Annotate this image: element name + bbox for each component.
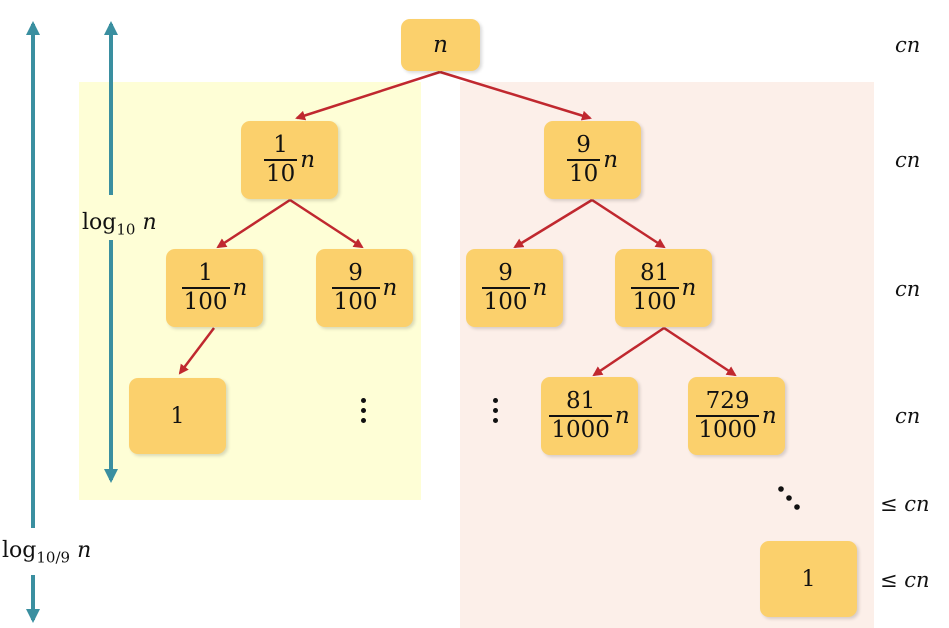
node-level2-rr: 81 100 n <box>615 249 712 327</box>
numerator: 9 <box>576 132 591 158</box>
fraction: 9 100 <box>331 260 380 315</box>
log-base: 10 <box>116 220 136 239</box>
node-level1-right: 9 10 n <box>544 121 641 199</box>
edge-l2rr-l3l <box>592 326 665 377</box>
denominator: 100 <box>331 287 380 315</box>
edge-l2rr-l3r <box>663 326 737 377</box>
fraction: 1 100 <box>181 260 230 315</box>
edge-root-right <box>439 70 592 121</box>
numerator: 1 <box>273 132 288 158</box>
variable: n <box>761 403 777 429</box>
denominator: 100 <box>630 287 679 315</box>
variable: n <box>382 275 398 301</box>
denominator: 1000 <box>549 415 612 443</box>
node-level2-lr: 9 100 n <box>316 249 413 327</box>
node-leaf-left: 1 <box>129 378 226 454</box>
fraction: 81 100 <box>630 260 679 315</box>
denominator: 10 <box>263 159 298 187</box>
node-leaf-bottom: 1 <box>760 541 857 617</box>
variable: n <box>681 275 697 301</box>
numerator: 9 <box>348 260 363 286</box>
node-root: n <box>401 19 480 71</box>
level-cost-4: ≤ cn <box>880 492 930 516</box>
root-label: n <box>433 32 448 58</box>
diagonal-dots <box>778 486 800 510</box>
level-cost-1: cn <box>895 148 921 172</box>
variable: n <box>603 147 619 173</box>
variable: n <box>232 275 248 301</box>
fraction: 729 1000 <box>696 390 759 442</box>
denominator: 1000 <box>696 415 759 443</box>
denominator: 100 <box>481 287 530 315</box>
log-text: log <box>2 538 37 563</box>
node-level3-rrr: 729 1000 n <box>688 377 785 455</box>
leaf-value: 1 <box>801 566 816 592</box>
log-variable: n <box>142 210 157 235</box>
numerator: 81 <box>565 388 596 414</box>
log-text: log <box>82 210 117 235</box>
vertical-ellipsis-left <box>361 398 367 428</box>
height-label-long: log10/9 n <box>0 538 94 567</box>
variable: n <box>614 403 630 429</box>
log-variable: n <box>77 538 92 563</box>
level-cost-0: cn <box>895 33 921 57</box>
fraction: 9 100 <box>481 260 530 315</box>
variable: n <box>532 275 548 301</box>
height-label-short: log10 n <box>80 210 159 239</box>
edge-l1l-l2ll <box>216 198 291 249</box>
level-cost-5: ≤ cn <box>880 568 930 592</box>
log-base: 10/9 <box>36 548 71 567</box>
vertical-ellipsis-right <box>493 398 499 428</box>
numerator: 81 <box>639 260 670 286</box>
denominator: 10 <box>566 159 601 187</box>
level-cost-3: cn <box>895 404 921 428</box>
edge-l1l-l2lr <box>289 198 364 249</box>
denominator: 100 <box>181 287 230 315</box>
numerator: 9 <box>498 260 513 286</box>
right-subtree-region <box>460 82 874 628</box>
edge-l2ll-leaf <box>178 327 215 375</box>
node-level1-left: 1 10 n <box>241 121 338 199</box>
fraction: 9 10 <box>566 132 601 187</box>
variable: n <box>300 147 316 173</box>
node-level2-ll: 1 100 n <box>166 249 263 327</box>
node-level2-rl: 9 100 n <box>466 249 563 327</box>
edge-root-left <box>295 70 441 121</box>
numerator: 729 <box>705 388 750 414</box>
numerator: 1 <box>198 260 213 286</box>
node-level3-rrl: 81 1000 n <box>541 377 638 455</box>
edge-l1r-l2rr <box>591 198 666 249</box>
fraction: 81 1000 <box>549 390 612 442</box>
fraction: 1 10 <box>263 132 298 187</box>
level-cost-2: cn <box>895 277 921 301</box>
leaf-value: 1 <box>170 403 185 429</box>
edge-l1r-l2rl <box>513 198 593 249</box>
